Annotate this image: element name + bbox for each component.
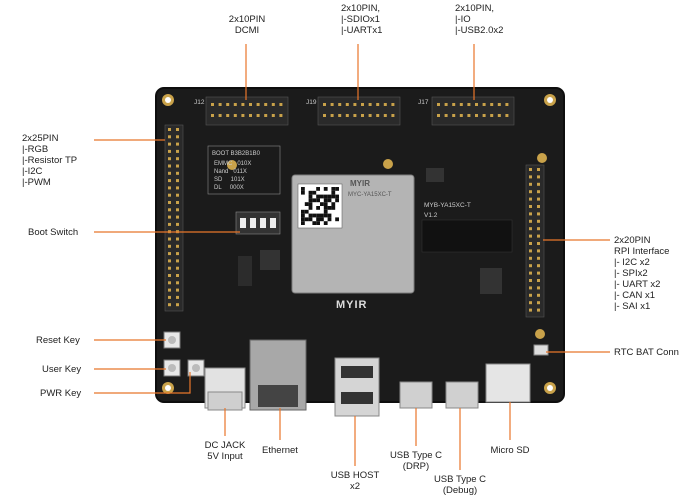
- board-brand: MYIR: [336, 299, 368, 311]
- top-headers: [205, 96, 515, 126]
- label-pwr-key: PWR Key: [40, 388, 82, 399]
- label-dcmi-header: 2x10PIN DCMI: [228, 14, 266, 36]
- silk-boot-title: BOOT B3B2B1B0: [212, 151, 260, 157]
- left-header-pins: [168, 128, 179, 307]
- usb-c-drp: [399, 381, 433, 409]
- silk-j17: J17: [418, 99, 429, 106]
- label-reset-key: Reset Key: [36, 335, 80, 346]
- som-model: MYC-YA15XC-T: [348, 192, 392, 198]
- board-model: MYB-YA15XC-T: [424, 202, 471, 209]
- label-rtc-bat: RTC BAT Conn: [614, 347, 679, 358]
- boot-table-frame: [207, 145, 281, 195]
- small-ic-2: [480, 268, 502, 294]
- small-ic-4: [238, 256, 252, 286]
- label-usb-host: USB HOST x2: [330, 470, 380, 492]
- usb-c-debug: [445, 381, 479, 409]
- label-usb2-header: 2x10PIN, |-IO |-USB2.0x2: [455, 3, 504, 36]
- silk-j12: J12: [194, 99, 205, 106]
- right-header: [525, 164, 545, 318]
- label-ethernet: Ethernet: [262, 445, 298, 456]
- callout-lines: [94, 44, 610, 470]
- board-version: V1.2: [424, 212, 438, 219]
- label-usb-c-drp: USB Type C (DRP): [389, 450, 443, 472]
- silk-j19: J19: [306, 99, 317, 106]
- left-header: [164, 124, 184, 312]
- label-sdio-header: 2x10PIN, |-SDIOx1 |-UARTx1: [341, 3, 383, 36]
- rtc-battery-connector: [533, 344, 549, 356]
- right-header-pins: [529, 168, 540, 312]
- tact-keys: [163, 331, 205, 377]
- boot-switch-levers: [240, 218, 276, 228]
- top-header-pins: [211, 103, 509, 117]
- label-rpi-header: 2x20PIN RPI Interface |- I2C x2 |- SPIx2…: [614, 235, 670, 312]
- label-rgb-header: 2x25PIN |-RGB |-Resistor TP |-I2C |-PWM: [22, 133, 78, 188]
- label-dc-jack: DC JACK 5V Input: [204, 440, 246, 462]
- small-ic-3: [260, 250, 280, 270]
- silk-boot-row-1: EMMC 010X: [214, 161, 252, 167]
- label-usb-c-debug: USB Type C (Debug): [433, 474, 487, 496]
- som-brand: MYIR: [350, 179, 370, 188]
- label-user-key: User Key: [42, 364, 82, 375]
- silk-boot-row-2: Nand 011X: [214, 169, 247, 175]
- qr-pattern: [301, 187, 339, 225]
- micro-sd-slot: [485, 363, 531, 403]
- flash-chip: [421, 219, 513, 253]
- silk-boot-row-4: DL 000X: [214, 185, 244, 191]
- small-ic-1: [426, 168, 444, 182]
- label-boot-switch: Boot Switch: [28, 227, 79, 238]
- mounting-holes: [162, 94, 556, 394]
- boot-switch-body: [235, 211, 281, 235]
- silk-boot-row-3: SD 101X: [214, 177, 245, 183]
- label-micro-sd: Micro SD: [490, 445, 530, 456]
